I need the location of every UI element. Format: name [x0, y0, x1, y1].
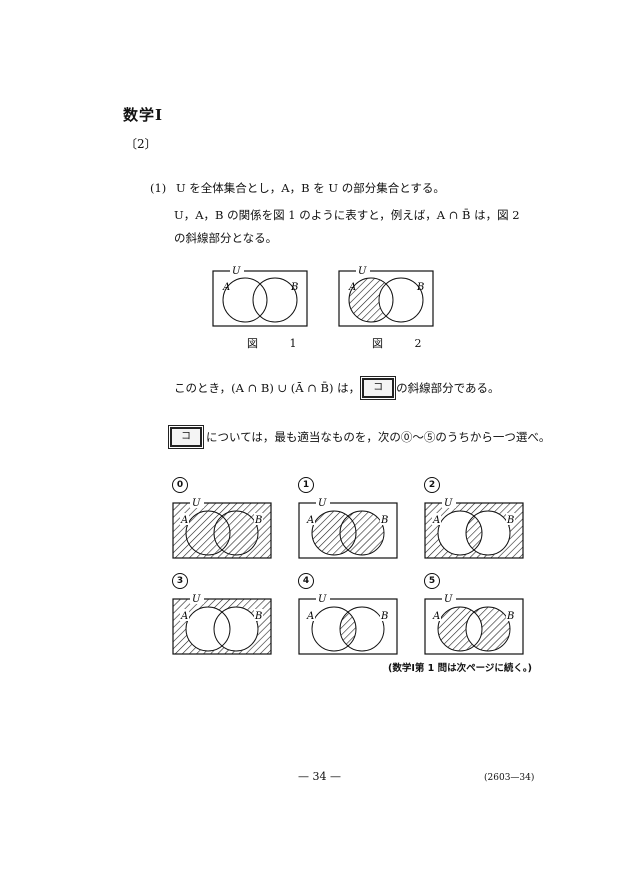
option-4-a-label: A [306, 611, 314, 622]
figure-1-caption: 図 1 [247, 337, 311, 350]
figure-1-venn: U A B [212, 266, 308, 327]
condition-after: の斜線部分である。 [396, 381, 500, 395]
option-4-venn: UA B [298, 593, 398, 655]
question-line-1: (1) U を全体集合とし，A，B を U の部分集合とする。 [150, 180, 445, 196]
option-0-b-label: B [254, 515, 262, 526]
option-0-u-label: U [192, 498, 201, 509]
subject-title: 数学Ⅰ [123, 106, 164, 124]
option-4-u-label: U [318, 594, 327, 605]
option-5-venn: UA B [424, 593, 524, 655]
option-number-4: 4 [298, 573, 314, 589]
figure-2-caption: 図 2 [372, 337, 436, 350]
section-number: 〔2〕 [125, 137, 157, 151]
page-number: — 34 — [298, 770, 341, 783]
option-number-5: 5 [424, 573, 440, 589]
fig2-u-label: U [358, 266, 367, 277]
option-1-a-label: A [306, 515, 314, 526]
option-3-u-label: U [192, 594, 201, 605]
option-0-venn: UA B [172, 497, 272, 559]
figure-2-venn: U A B [338, 266, 434, 327]
option-4-b-label: B [380, 611, 388, 622]
option-5-a-label: A [432, 611, 440, 622]
continuation-note: (数学Ⅰ第 1 問は次ページに続く。) [388, 663, 533, 674]
option-0-a-label: A [180, 515, 188, 526]
option-2-a-label: A [432, 515, 440, 526]
condition-line: このとき，(A ∩ B) ∪ (Ā ∩ B̄) は， コ の斜線部分である。 [174, 376, 500, 400]
option-3-b-label: B [254, 611, 262, 622]
fig1-a-label: A [222, 282, 230, 293]
page-code: (2603—34) [484, 773, 535, 783]
option-2-b-label: B [506, 515, 514, 526]
instruction-text: については，最も適当なものを，次の⓪～⑤のうちから一つ選べ。 [206, 430, 551, 444]
fig2-b-label: B [416, 282, 424, 293]
fig1-u-label: U [232, 266, 241, 277]
option-2-u-label: U [444, 498, 453, 509]
question-number: (1) [150, 181, 167, 195]
option-5-b-label: B [506, 611, 514, 622]
question-text-1: U を全体集合とし，A，B を U の部分集合とする。 [175, 181, 445, 195]
option-3-venn: UA B [172, 593, 272, 655]
option-2-venn: UA B [424, 497, 524, 559]
option-1-b-label: B [380, 515, 388, 526]
instruction-line: コ については，最も適当なものを，次の⓪～⑤のうちから一つ選べ。 [168, 425, 551, 449]
option-3-a-label: A [180, 611, 188, 622]
option-number-3: 3 [172, 573, 188, 589]
answer-box-ko-2: コ [168, 425, 204, 449]
condition-before: このとき，(A ∩ B) ∪ (Ā ∩ B̄) は， [174, 381, 361, 395]
option-1-u-label: U [318, 498, 327, 509]
option-number-1: 1 [298, 477, 314, 493]
question-line-2: U，A，B の関係を図 1 のように表すと，例えば，A ∩ B̄ は，図 2 の… [174, 208, 520, 245]
option-1-venn: UA B [298, 497, 398, 559]
fig2-a-label: A [348, 282, 356, 293]
option-5-u-label: U [444, 594, 453, 605]
fig1-b-label: B [290, 282, 298, 293]
option-number-0: 0 [172, 477, 188, 493]
answer-box-ko: コ [360, 376, 397, 400]
option-number-2: 2 [424, 477, 440, 493]
